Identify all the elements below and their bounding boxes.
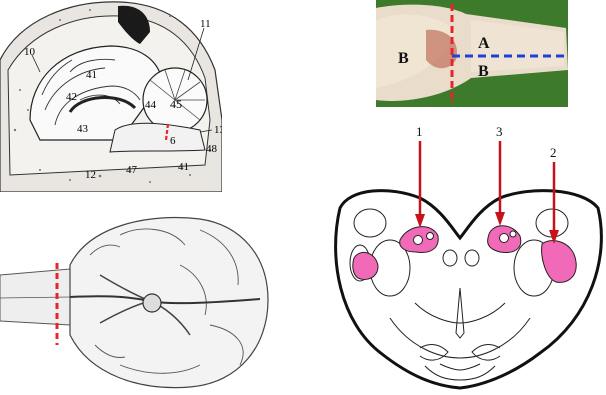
cross-section-svg: 1 3 2 — [320, 118, 606, 395]
sagittal-brain-svg: 10 11 41 42 44 45 43 6 13 48 12 47 41 — [0, 0, 222, 192]
ventral-brain-drawing — [0, 205, 275, 395]
label-13: 13 — [214, 124, 222, 136]
brainstem-cross-section: 1 3 2 — [320, 118, 606, 395]
arrow-label-3: 3 — [496, 124, 503, 139]
specimen-label-b-right: B — [478, 63, 489, 80]
ventral-brain-svg — [0, 205, 275, 395]
section-outline — [336, 191, 602, 388]
label-41-bottom: 41 — [178, 161, 189, 173]
label-11: 11 — [200, 18, 211, 30]
pituitary-region — [143, 294, 161, 312]
specimen-svg: B A B — [376, 0, 568, 107]
label-43: 43 — [77, 123, 89, 135]
arrow-label-2: 2 — [550, 145, 557, 160]
label-42: 42 — [66, 91, 77, 103]
label-12: 12 — [85, 169, 96, 181]
sagittal-brain-drawing: 10 11 41 42 44 45 43 6 13 48 12 47 41 — [0, 0, 222, 192]
label-47: 47 — [126, 164, 138, 176]
label-10: 10 — [24, 46, 36, 58]
label-45: 45 — [170, 97, 182, 111]
arrow-label-1: 1 — [416, 124, 423, 139]
nucleus-left-lateral — [353, 252, 378, 279]
label-41-top: 41 — [86, 69, 97, 81]
specimen-label-a: A — [478, 35, 490, 52]
label-48: 48 — [206, 143, 218, 155]
label-6: 6 — [170, 135, 176, 147]
label-44: 44 — [145, 99, 157, 111]
brainstem-specimen-photo: B A B — [376, 0, 568, 107]
specimen-label-b-left: B — [398, 50, 409, 67]
